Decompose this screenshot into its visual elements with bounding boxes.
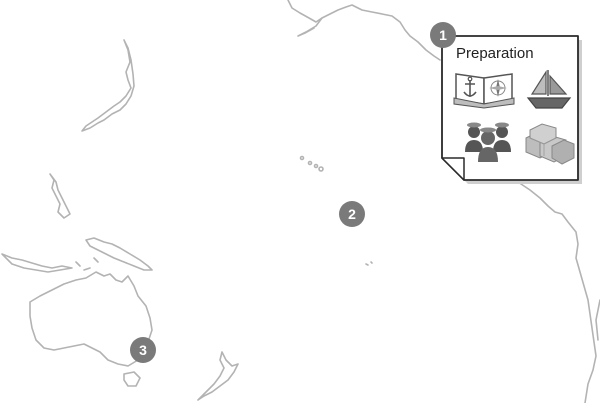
marker-3-circle <box>130 337 156 363</box>
marker-1[interactable]: 1 <box>430 22 456 48</box>
americas-west-coastline <box>504 174 597 403</box>
alaska-coastline <box>287 0 441 61</box>
marker-2-label: 2 <box>348 206 356 222</box>
sailboat-icon <box>526 69 572 109</box>
alaska-peninsula <box>297 17 323 37</box>
japan-coastline <box>81 39 135 132</box>
crew-icon <box>465 122 511 162</box>
marker-3[interactable]: 3 <box>130 337 156 363</box>
australia-coastline <box>29 271 153 367</box>
marker-1-circle <box>430 22 456 48</box>
pacific-islets <box>365 261 373 266</box>
tasmania-coastline <box>123 371 141 387</box>
indonesia-coastline <box>1 253 73 273</box>
hawaii-islands <box>299 155 324 172</box>
supply-crates-icon <box>525 123 575 165</box>
marker-1-label: 1 <box>439 27 447 43</box>
marker-2[interactable]: 2 <box>339 201 365 227</box>
marker-3-label: 3 <box>139 342 147 358</box>
new-zealand-coastline <box>197 351 239 401</box>
marker-2-circle <box>339 201 365 227</box>
card-folded-corner <box>441 157 465 181</box>
map-book-icon <box>453 73 515 109</box>
preparation-card[interactable]: Preparation <box>441 35 582 184</box>
card-title: Preparation <box>456 45 534 62</box>
indonesia-small-islands <box>75 257 99 271</box>
new-guinea-coastline <box>85 237 153 271</box>
philippines-coastline <box>49 173 71 219</box>
americas-east-edge <box>595 299 600 341</box>
